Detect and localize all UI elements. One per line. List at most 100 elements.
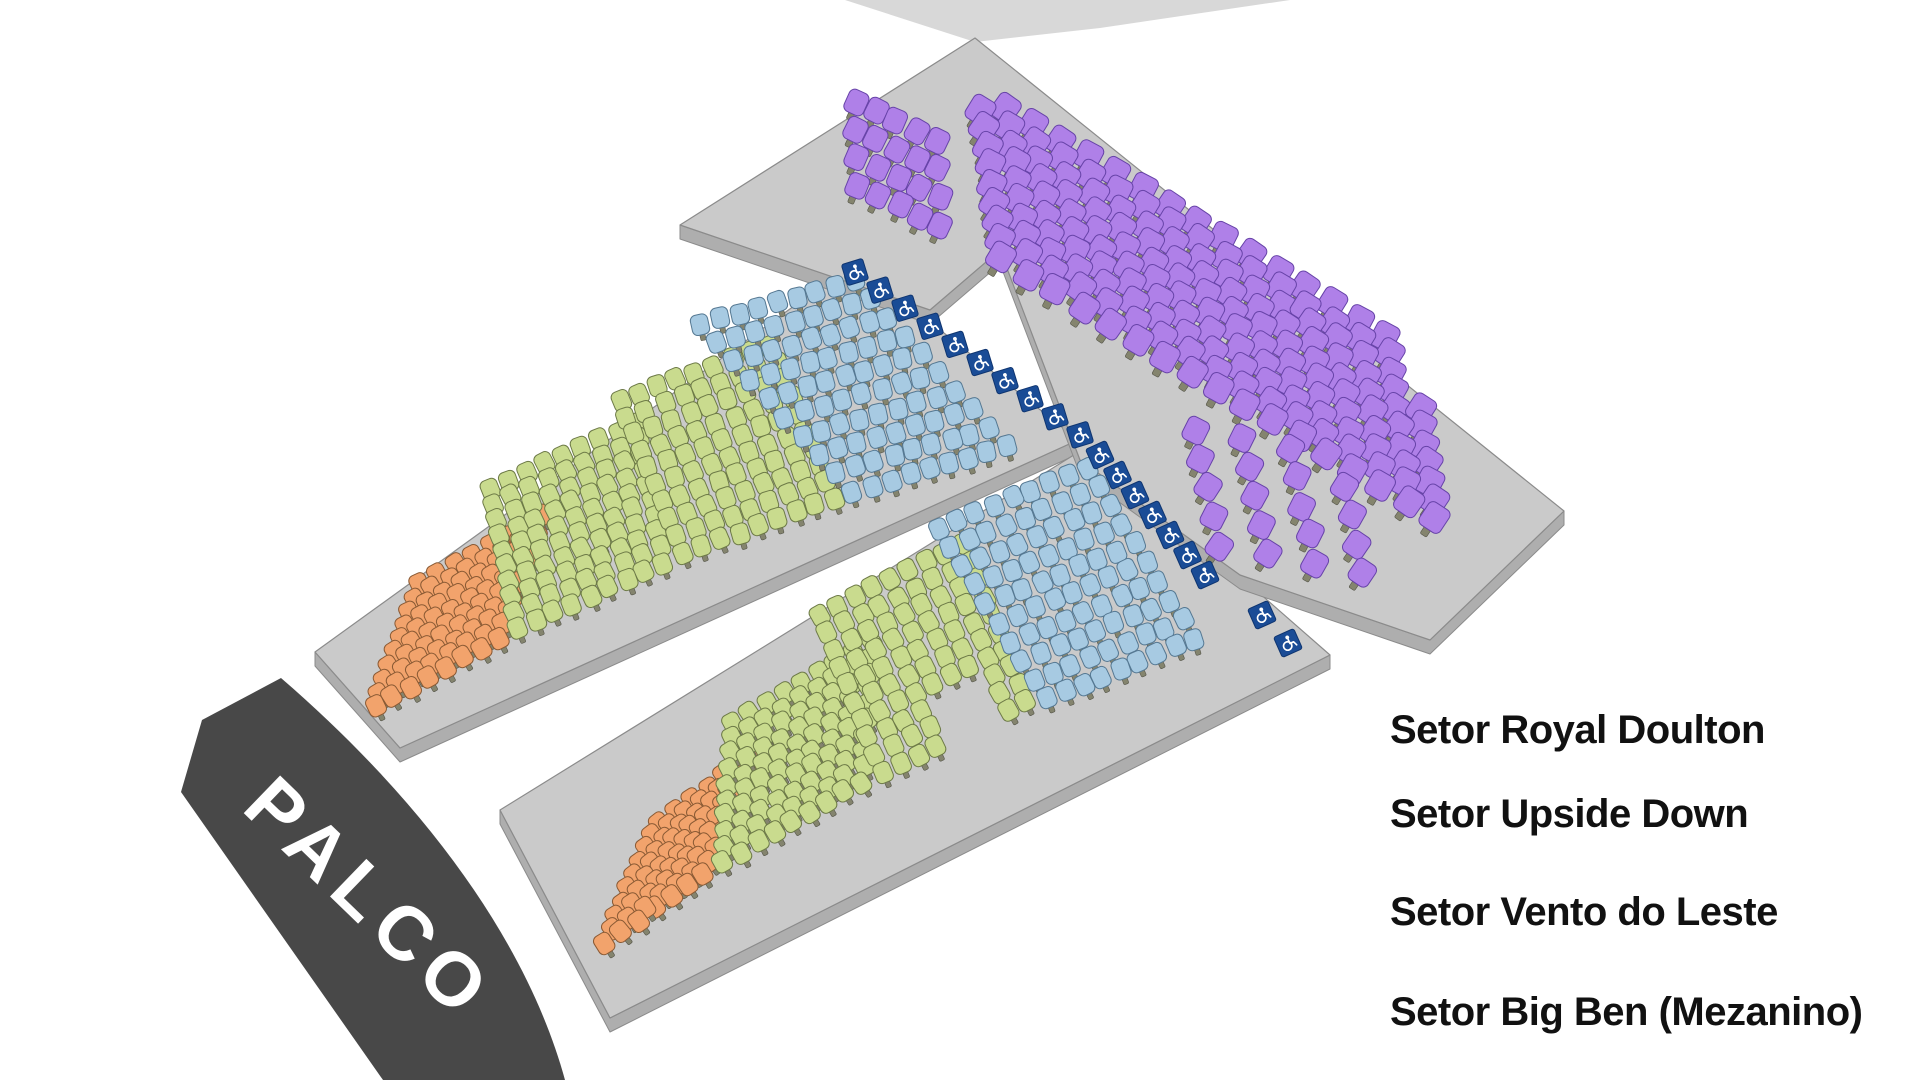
seat[interactable] — [996, 433, 1020, 463]
seat[interactable] — [1171, 354, 1211, 397]
seat[interactable] — [709, 306, 732, 335]
wheelchair-pair-far-right[interactable] — [1247, 600, 1303, 658]
seat[interactable] — [958, 423, 981, 453]
seat[interactable] — [718, 739, 747, 771]
seat[interactable] — [923, 409, 946, 439]
seat[interactable] — [743, 344, 766, 373]
seat[interactable] — [1177, 414, 1212, 453]
seat[interactable] — [625, 908, 655, 940]
seat[interactable] — [1336, 528, 1373, 567]
seat[interactable] — [364, 693, 391, 724]
seat[interactable] — [690, 861, 719, 893]
seat[interactable] — [1235, 479, 1271, 518]
seat[interactable] — [844, 453, 869, 483]
seat[interactable] — [976, 440, 998, 469]
seat[interactable] — [450, 643, 479, 675]
seat[interactable] — [559, 592, 585, 623]
wheelchair-seat[interactable] — [1190, 560, 1220, 590]
seat[interactable] — [739, 368, 761, 397]
seat[interactable] — [595, 573, 622, 604]
seat[interactable] — [591, 930, 620, 962]
seat[interactable] — [889, 750, 915, 781]
seat[interactable] — [1072, 672, 1099, 703]
seat[interactable] — [709, 849, 737, 880]
seat[interactable] — [1054, 677, 1080, 708]
wheelchair-seat[interactable] — [1016, 385, 1044, 413]
seat[interactable] — [616, 567, 641, 598]
seat[interactable] — [882, 163, 913, 199]
seat[interactable] — [949, 553, 976, 584]
seat[interactable] — [900, 461, 924, 491]
seat[interactable] — [800, 326, 825, 357]
seat[interactable] — [760, 362, 784, 392]
seat[interactable] — [961, 396, 986, 426]
seat[interactable] — [902, 201, 935, 238]
seat[interactable] — [849, 408, 871, 437]
seat[interactable] — [823, 486, 848, 517]
seat[interactable] — [607, 918, 637, 949]
seat[interactable] — [883, 189, 915, 226]
seat[interactable] — [861, 153, 893, 190]
seat[interactable] — [792, 424, 815, 453]
seat[interactable] — [840, 480, 865, 510]
section-mezz-main-block[interactable] — [959, 90, 1453, 542]
seat[interactable] — [762, 819, 790, 850]
wheelchair-seat[interactable] — [1041, 403, 1069, 431]
wheelchair-seat[interactable] — [941, 330, 969, 359]
seat[interactable] — [853, 360, 877, 390]
wheelchair-seat[interactable] — [1085, 440, 1115, 470]
seat[interactable] — [831, 388, 855, 418]
seat[interactable] — [781, 334, 805, 364]
seat[interactable] — [922, 210, 954, 247]
seat[interactable] — [1102, 610, 1127, 641]
seat[interactable] — [1025, 524, 1051, 555]
seat[interactable] — [1199, 530, 1236, 569]
wheelchair-seat[interactable] — [1273, 628, 1303, 658]
wheelchair-seat[interactable] — [1173, 540, 1202, 570]
seat[interactable] — [743, 319, 767, 349]
wheelchair-seat[interactable] — [1120, 480, 1150, 510]
seat[interactable] — [920, 126, 952, 163]
seat[interactable] — [803, 492, 827, 522]
seat[interactable] — [904, 413, 928, 443]
seat[interactable] — [848, 770, 877, 802]
seat[interactable] — [957, 446, 982, 476]
seat[interactable] — [803, 279, 828, 310]
seat[interactable] — [415, 664, 443, 695]
seat[interactable] — [872, 377, 895, 406]
seat[interactable] — [819, 323, 844, 354]
section-mezz-column-4[interactable] — [1324, 470, 1378, 595]
seat[interactable] — [579, 583, 606, 614]
seat[interactable] — [871, 760, 897, 791]
seat[interactable] — [856, 335, 879, 365]
seat[interactable] — [631, 558, 658, 589]
wheelchair-seat[interactable] — [966, 348, 994, 377]
seat[interactable] — [674, 871, 703, 903]
seat[interactable] — [858, 123, 890, 160]
seat[interactable] — [923, 733, 950, 764]
seat[interactable] — [1034, 271, 1072, 313]
seat[interactable] — [996, 697, 1024, 728]
seat[interactable] — [784, 310, 808, 340]
section-mezz-small-block[interactable] — [838, 87, 955, 247]
seat[interactable] — [747, 296, 770, 326]
seat[interactable] — [888, 397, 910, 426]
section-mezz-column-1[interactable] — [1177, 414, 1236, 569]
seat[interactable] — [942, 427, 966, 457]
seat[interactable] — [813, 394, 836, 424]
seat[interactable] — [858, 310, 882, 340]
seat[interactable] — [938, 661, 966, 692]
seat[interactable] — [1009, 648, 1036, 679]
seat[interactable] — [772, 406, 797, 436]
seat[interactable] — [1188, 470, 1225, 509]
seat[interactable] — [785, 498, 810, 528]
seat[interactable] — [486, 626, 513, 657]
seat[interactable] — [802, 721, 831, 753]
seat[interactable] — [1144, 641, 1171, 672]
wheelchair-seat[interactable] — [1138, 500, 1167, 530]
seat[interactable] — [909, 366, 932, 395]
wheelchair-seat[interactable] — [1247, 600, 1277, 630]
seat[interactable] — [1124, 530, 1149, 561]
seat[interactable] — [944, 379, 969, 410]
seat[interactable] — [778, 808, 807, 840]
